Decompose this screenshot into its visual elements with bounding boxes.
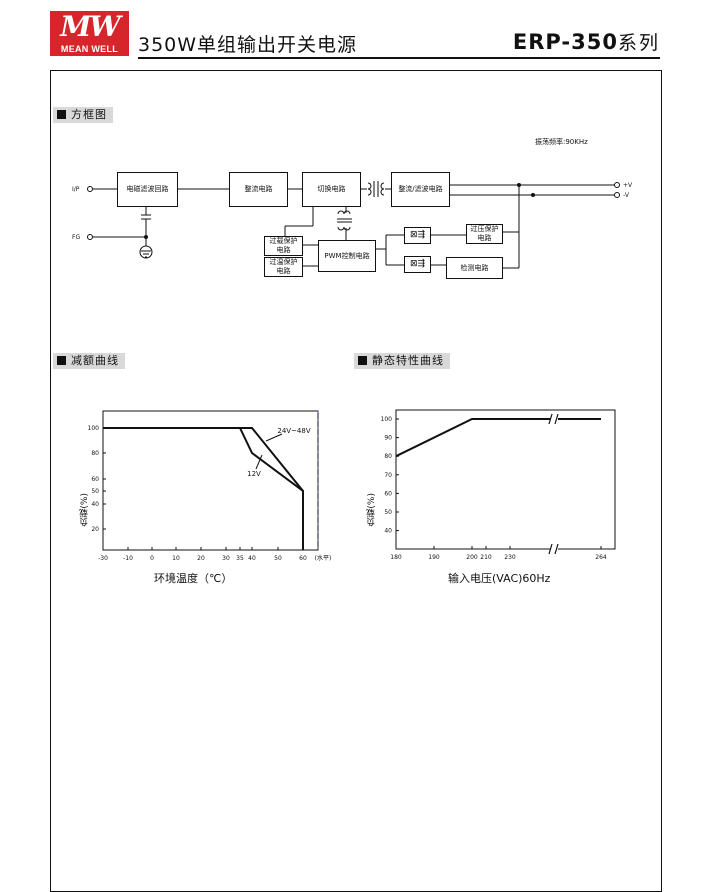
derating-y-tick-label: 40 xyxy=(91,501,99,508)
axis-break-icon xyxy=(548,413,559,425)
axis-break-gap xyxy=(550,414,558,424)
axis-break-icon xyxy=(548,543,559,555)
section-label: 减额曲线 xyxy=(71,354,119,367)
logo-brand: MEAN WELL xyxy=(60,44,119,54)
ovp-line1: 过压保护 xyxy=(470,225,499,233)
derating-x-tick-label: 40 xyxy=(248,555,256,562)
emi-filter-block: 电磁滤波回路 xyxy=(117,172,178,207)
derating-y-tick-label: 20 xyxy=(91,526,99,533)
header-rule xyxy=(138,57,660,59)
section-label: 静态特性曲线 xyxy=(372,354,444,367)
derating-x-tick-label: 0 xyxy=(150,555,154,562)
bullet-square-icon xyxy=(57,356,66,365)
section-block-diagram: 方框图 xyxy=(53,107,113,123)
olp-line1: 过载保护 xyxy=(269,237,298,245)
overvoltage-protection-block: 过压保护电路 xyxy=(466,224,503,244)
static-y-tick-label: 90 xyxy=(384,435,392,442)
pwm-control-block: PWM控制电路 xyxy=(318,240,376,272)
static-x-tick-label: 230 xyxy=(504,554,516,561)
static-y-tick-label: 40 xyxy=(384,528,392,535)
static-series-line xyxy=(395,418,601,458)
static-x-tick-label: 210 xyxy=(480,554,492,561)
rectifier-filter-block: 整流/滤波电路 xyxy=(391,172,450,207)
output-positive-label: +V xyxy=(623,182,633,189)
derating-x-tick-label: 35 xyxy=(236,555,244,562)
static-y-tick-label: 70 xyxy=(384,472,392,479)
static-plot-area xyxy=(395,409,616,550)
derating-x-label: 环境温度（℃） xyxy=(154,572,233,585)
static-x-tick-label: 200 xyxy=(466,554,478,561)
section-derating: 减额曲线 xyxy=(53,353,125,369)
static-x-tick-label: 180 xyxy=(390,554,402,561)
input-ip-label: I/P xyxy=(72,186,80,193)
overtemp-protection-block: 过温保护电路 xyxy=(264,257,303,277)
switching-block: 切换电路 xyxy=(302,172,361,207)
section-static: 静态特性曲线 xyxy=(354,353,450,369)
optocoupler-icon: ⊠⇶ xyxy=(404,227,431,244)
derating-x-tick-label: 10 xyxy=(172,555,180,562)
derating-plot-area xyxy=(102,410,319,551)
derating-y-tick-label: 80 xyxy=(91,450,99,457)
document-title: 350W单组输出开关电源 xyxy=(138,34,358,56)
series-suffix: 系列 xyxy=(617,32,660,54)
derating-series-pointer xyxy=(255,454,263,470)
derating-series-pointer xyxy=(265,433,283,442)
series-title: ERP-350系列 xyxy=(513,28,660,55)
optocoupler-icon: ⊠⇶ xyxy=(404,256,431,273)
derating-x-tick-label: -30 xyxy=(98,555,108,562)
derating-x-tick-label: 30 xyxy=(222,555,230,562)
static-x-label: 输入电压(VAC)60Hz xyxy=(448,572,551,585)
otp-line1: 过温保护 xyxy=(269,258,298,266)
section-label: 方框图 xyxy=(71,108,107,121)
overload-protection-block: 过载保护电路 xyxy=(264,236,303,256)
axis-break-gap xyxy=(550,544,558,554)
derating-y-tick-label: 60 xyxy=(91,476,99,483)
detection-block: 检测电路 xyxy=(446,257,503,279)
bullet-square-icon xyxy=(358,356,367,365)
input-fg-label: FG xyxy=(72,234,81,241)
rectifier-block: 整流电路 xyxy=(229,172,288,207)
bullet-square-icon xyxy=(57,110,66,119)
derating-y-tick-label: 100 xyxy=(88,425,100,432)
olp-line2: 电路 xyxy=(276,246,291,254)
derating-x-tick-label: 50 xyxy=(274,555,282,562)
derating-x-tick-label: -10 xyxy=(123,555,133,562)
series-model: ERP-350 xyxy=(512,30,618,54)
oscillation-frequency: 振荡频率:90KHz xyxy=(535,138,588,146)
static-y-label: 负载(%) xyxy=(367,493,377,527)
logo-mark: MW xyxy=(60,10,120,43)
derating-series-label-24-48v: 24V~48V xyxy=(277,427,310,435)
static-y-tick-label: 80 xyxy=(384,453,392,460)
static-y-tick-label: 60 xyxy=(384,490,392,497)
static-y-tick-label: 50 xyxy=(384,509,392,516)
derating-x-unit: (水平) xyxy=(315,554,332,562)
static-x-tick-label: 190 xyxy=(428,554,440,561)
otp-line2: 电路 xyxy=(276,267,291,275)
derating-series-line xyxy=(103,427,304,550)
derating-x-tick-label: 20 xyxy=(197,555,205,562)
ovp-line2: 电路 xyxy=(477,234,492,242)
derating-series-label-12v: 12V xyxy=(247,470,261,478)
static-y-tick-label: 100 xyxy=(381,416,393,423)
derating-x-tick-label: 60 xyxy=(299,555,307,562)
meanwell-logo: MW MEAN WELL xyxy=(50,11,129,56)
derating-y-tick-label: 50 xyxy=(91,488,99,495)
static-x-tick-label: 264 xyxy=(595,554,607,561)
output-negative-label: -V xyxy=(623,192,629,199)
